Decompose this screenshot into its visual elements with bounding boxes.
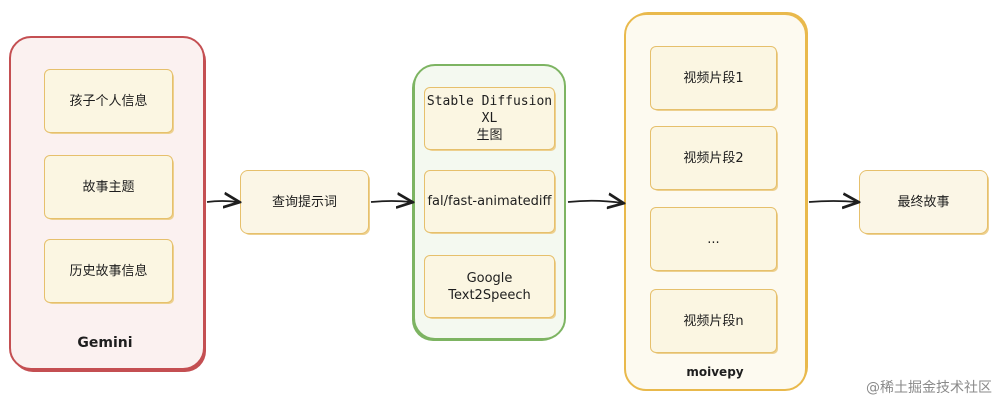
node-fast-animatediff: fal/fast-animatediff (424, 170, 555, 233)
node-history-info: 历史故事信息 (44, 239, 173, 303)
node-google-tts: Google Text2Speech (424, 255, 555, 318)
node-video-clip-2: 视频片段2 (650, 126, 777, 190)
node-story-theme: 故事主题 (44, 155, 173, 219)
moivepy-label: moivepy (686, 365, 744, 379)
gemini-label: Gemini (77, 335, 133, 351)
arrow-gemini-to-query (206, 201, 238, 202)
node-stable-diffusion: Stable Diffusion XL 生图 (424, 87, 555, 150)
watermark: @稀土掘金技术社区 (866, 380, 992, 396)
node-query-prompt: 查询提示词 (240, 170, 369, 234)
arrow-moivepy-to-final (808, 201, 857, 202)
arrow-query-to-generators (370, 201, 411, 202)
node-child-info: 孩子个人信息 (44, 69, 173, 133)
node-video-clip-n: 视频片段n (650, 289, 777, 353)
node-video-clip-1: 视频片段1 (650, 46, 777, 110)
node-final-story: 最终故事 (859, 170, 988, 234)
node-video-clip-ellipsis: ... (650, 207, 777, 271)
arrow-generators-to-moivepy (567, 201, 622, 203)
